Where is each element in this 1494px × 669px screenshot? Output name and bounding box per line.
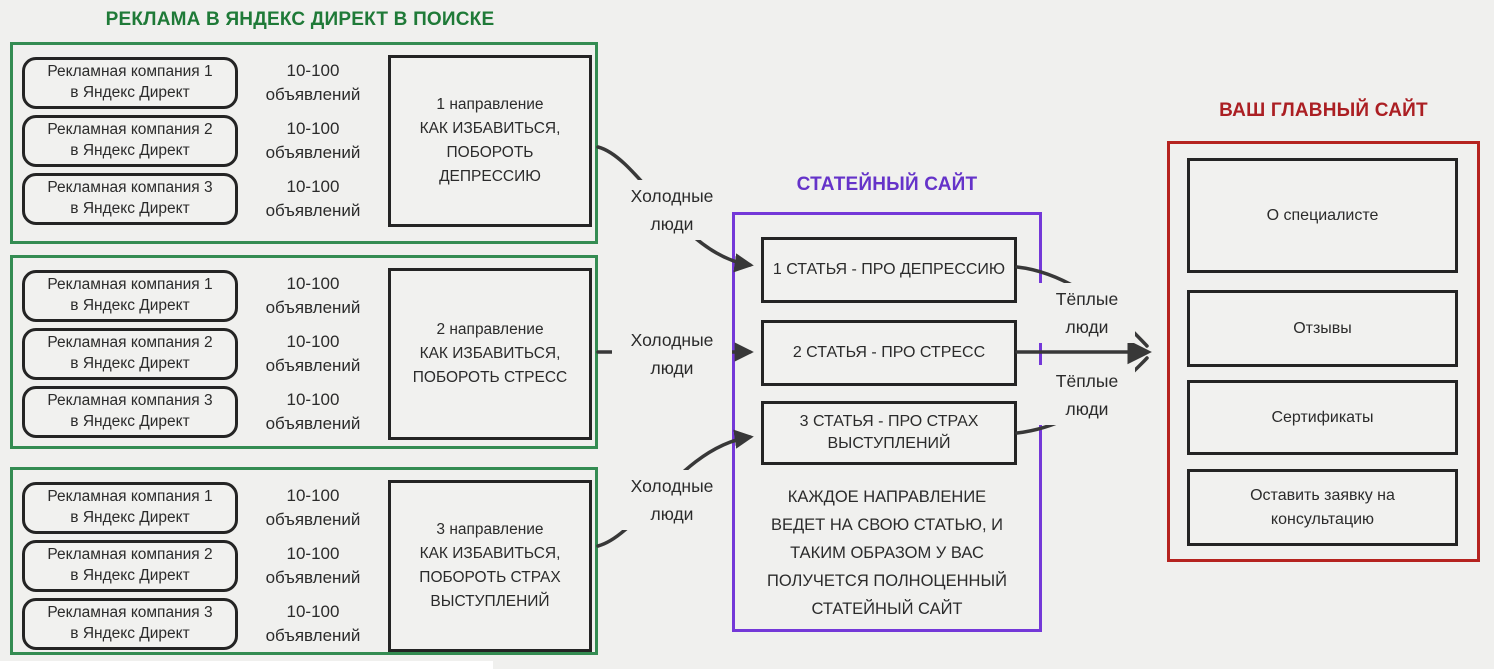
ads-section-title: РЕКЛАМА В ЯНДЕКС ДИРЕКТ В ПОИСКЕ [105,9,495,30]
ads-count-label: 10-100 объявлений [265,274,361,317]
campaign-box: Рекламная компания 1 в Яндекс Директ [22,270,238,322]
site-block-about: О специалисте [1187,158,1458,273]
campaign-box: Рекламная компания 3 в Яндекс Директ [22,598,238,650]
cold-people-label-2: Холодные люди [612,324,732,384]
direction-box-2: 2 направление КАК ИЗБАВИТЬСЯ, ПОБОРОТЬ С… [388,268,592,440]
article-site-note: КАЖДОЕ НАПРАВЛЕНИЕ ВЕДЕТ НА СВОЮ СТАТЬЮ,… [767,488,1007,619]
ads-count-label: 10-100 объявлений [265,332,361,375]
article-box-3: 3 СТАТЬЯ - ПРО СТРАХ ВЫСТУПЛЕНИЙ [761,401,1017,465]
campaign-box: Рекламная компания 1 в Яндекс Директ [22,482,238,534]
ad-group-2: Рекламная компания 1 в Яндекс Директ 10-… [10,255,598,449]
campaign-box: Рекламная компания 2 в Яндекс Директ [22,540,238,592]
ad-group-1: Рекламная компания 1 в Яндекс Директ 10-… [10,42,598,244]
campaign-box: Рекламная компания 3 в Яндекс Директ [22,173,238,225]
ad-group-3: Рекламная компания 1 в Яндекс Директ 10-… [10,467,598,655]
ads-count-label: 10-100 объявлений [265,61,361,104]
site-block-reviews: Отзывы [1187,290,1458,367]
direction-box-3: 3 направление КАК ИЗБАВИТЬСЯ, ПОБОРОТЬ С… [388,480,592,652]
main-site-box: О специалисте Отзывы Сертификаты Оставит… [1167,141,1480,562]
main-site-title: ВАШ ГЛАВНЫЙ САЙТ [1219,100,1428,121]
ads-count-label: 10-100 объявлений [265,486,361,529]
campaign-box: Рекламная компания 1 в Яндекс Директ [22,57,238,109]
cold-people-label-1: Холодные люди [612,180,732,240]
article-site-title: СТАТЕЙНЫЙ САЙТ [796,174,978,195]
ads-count-label: 10-100 объявлений [265,602,361,645]
article-site-box: 1 СТАТЬЯ - ПРО ДЕПРЕССИЮ 2 СТАТЬЯ - ПРО … [732,212,1042,632]
site-block-certificates: Сертификаты [1187,380,1458,455]
campaign-box: Рекламная компания 2 в Яндекс Директ [22,328,238,380]
ads-count-label: 10-100 объявлений [265,390,361,433]
article-box-2: 2 СТАТЬЯ - ПРО СТРЕСС [761,320,1017,386]
ads-count-label: 10-100 объявлений [265,177,361,220]
direction-box-1: 1 направление КАК ИЗБАВИТЬСЯ, ПОБОРОТЬ Д… [388,55,592,227]
site-block-request: Оставить заявку на консультацию [1187,469,1458,546]
ads-count-label: 10-100 объявлений [265,119,361,162]
warm-people-label-2: Тёплые люди [1039,365,1135,425]
article-box-1: 1 СТАТЬЯ - ПРО ДЕПРЕССИЮ [761,237,1017,303]
cold-people-label-3: Холодные люди [612,470,732,530]
campaign-box: Рекламная компания 3 в Яндекс Директ [22,386,238,438]
campaign-box: Рекламная компания 2 в Яндекс Директ [22,115,238,167]
ads-count-label: 10-100 объявлений [265,544,361,587]
bottom-strip [0,661,493,669]
warm-people-label-1: Тёплые люди [1039,283,1135,343]
